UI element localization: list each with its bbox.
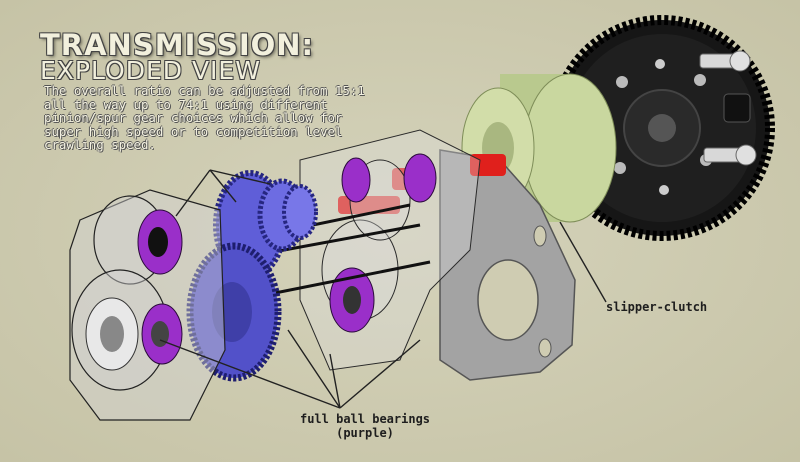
title-line-1: TRANSMISSION: — [40, 28, 315, 62]
slipper-clutch-label: slipper-clutch — [606, 300, 708, 314]
ball-bearings-label: full ball bearings (purple) — [270, 412, 460, 440]
bearings-right — [329, 153, 437, 333]
leader-lines — [159, 169, 607, 409]
description-text: The overall ratio can be adjusted from 1… — [44, 83, 365, 152]
spur-bolts — [699, 50, 757, 166]
motor-plate — [439, 149, 576, 381]
bearings-left — [85, 209, 183, 371]
title-line-2: EXPLODED VIEW — [40, 56, 261, 85]
ball-bearings-label-line2: (purple) — [336, 426, 394, 440]
ball-bearings-label-line1: full ball bearings — [299, 412, 431, 426]
